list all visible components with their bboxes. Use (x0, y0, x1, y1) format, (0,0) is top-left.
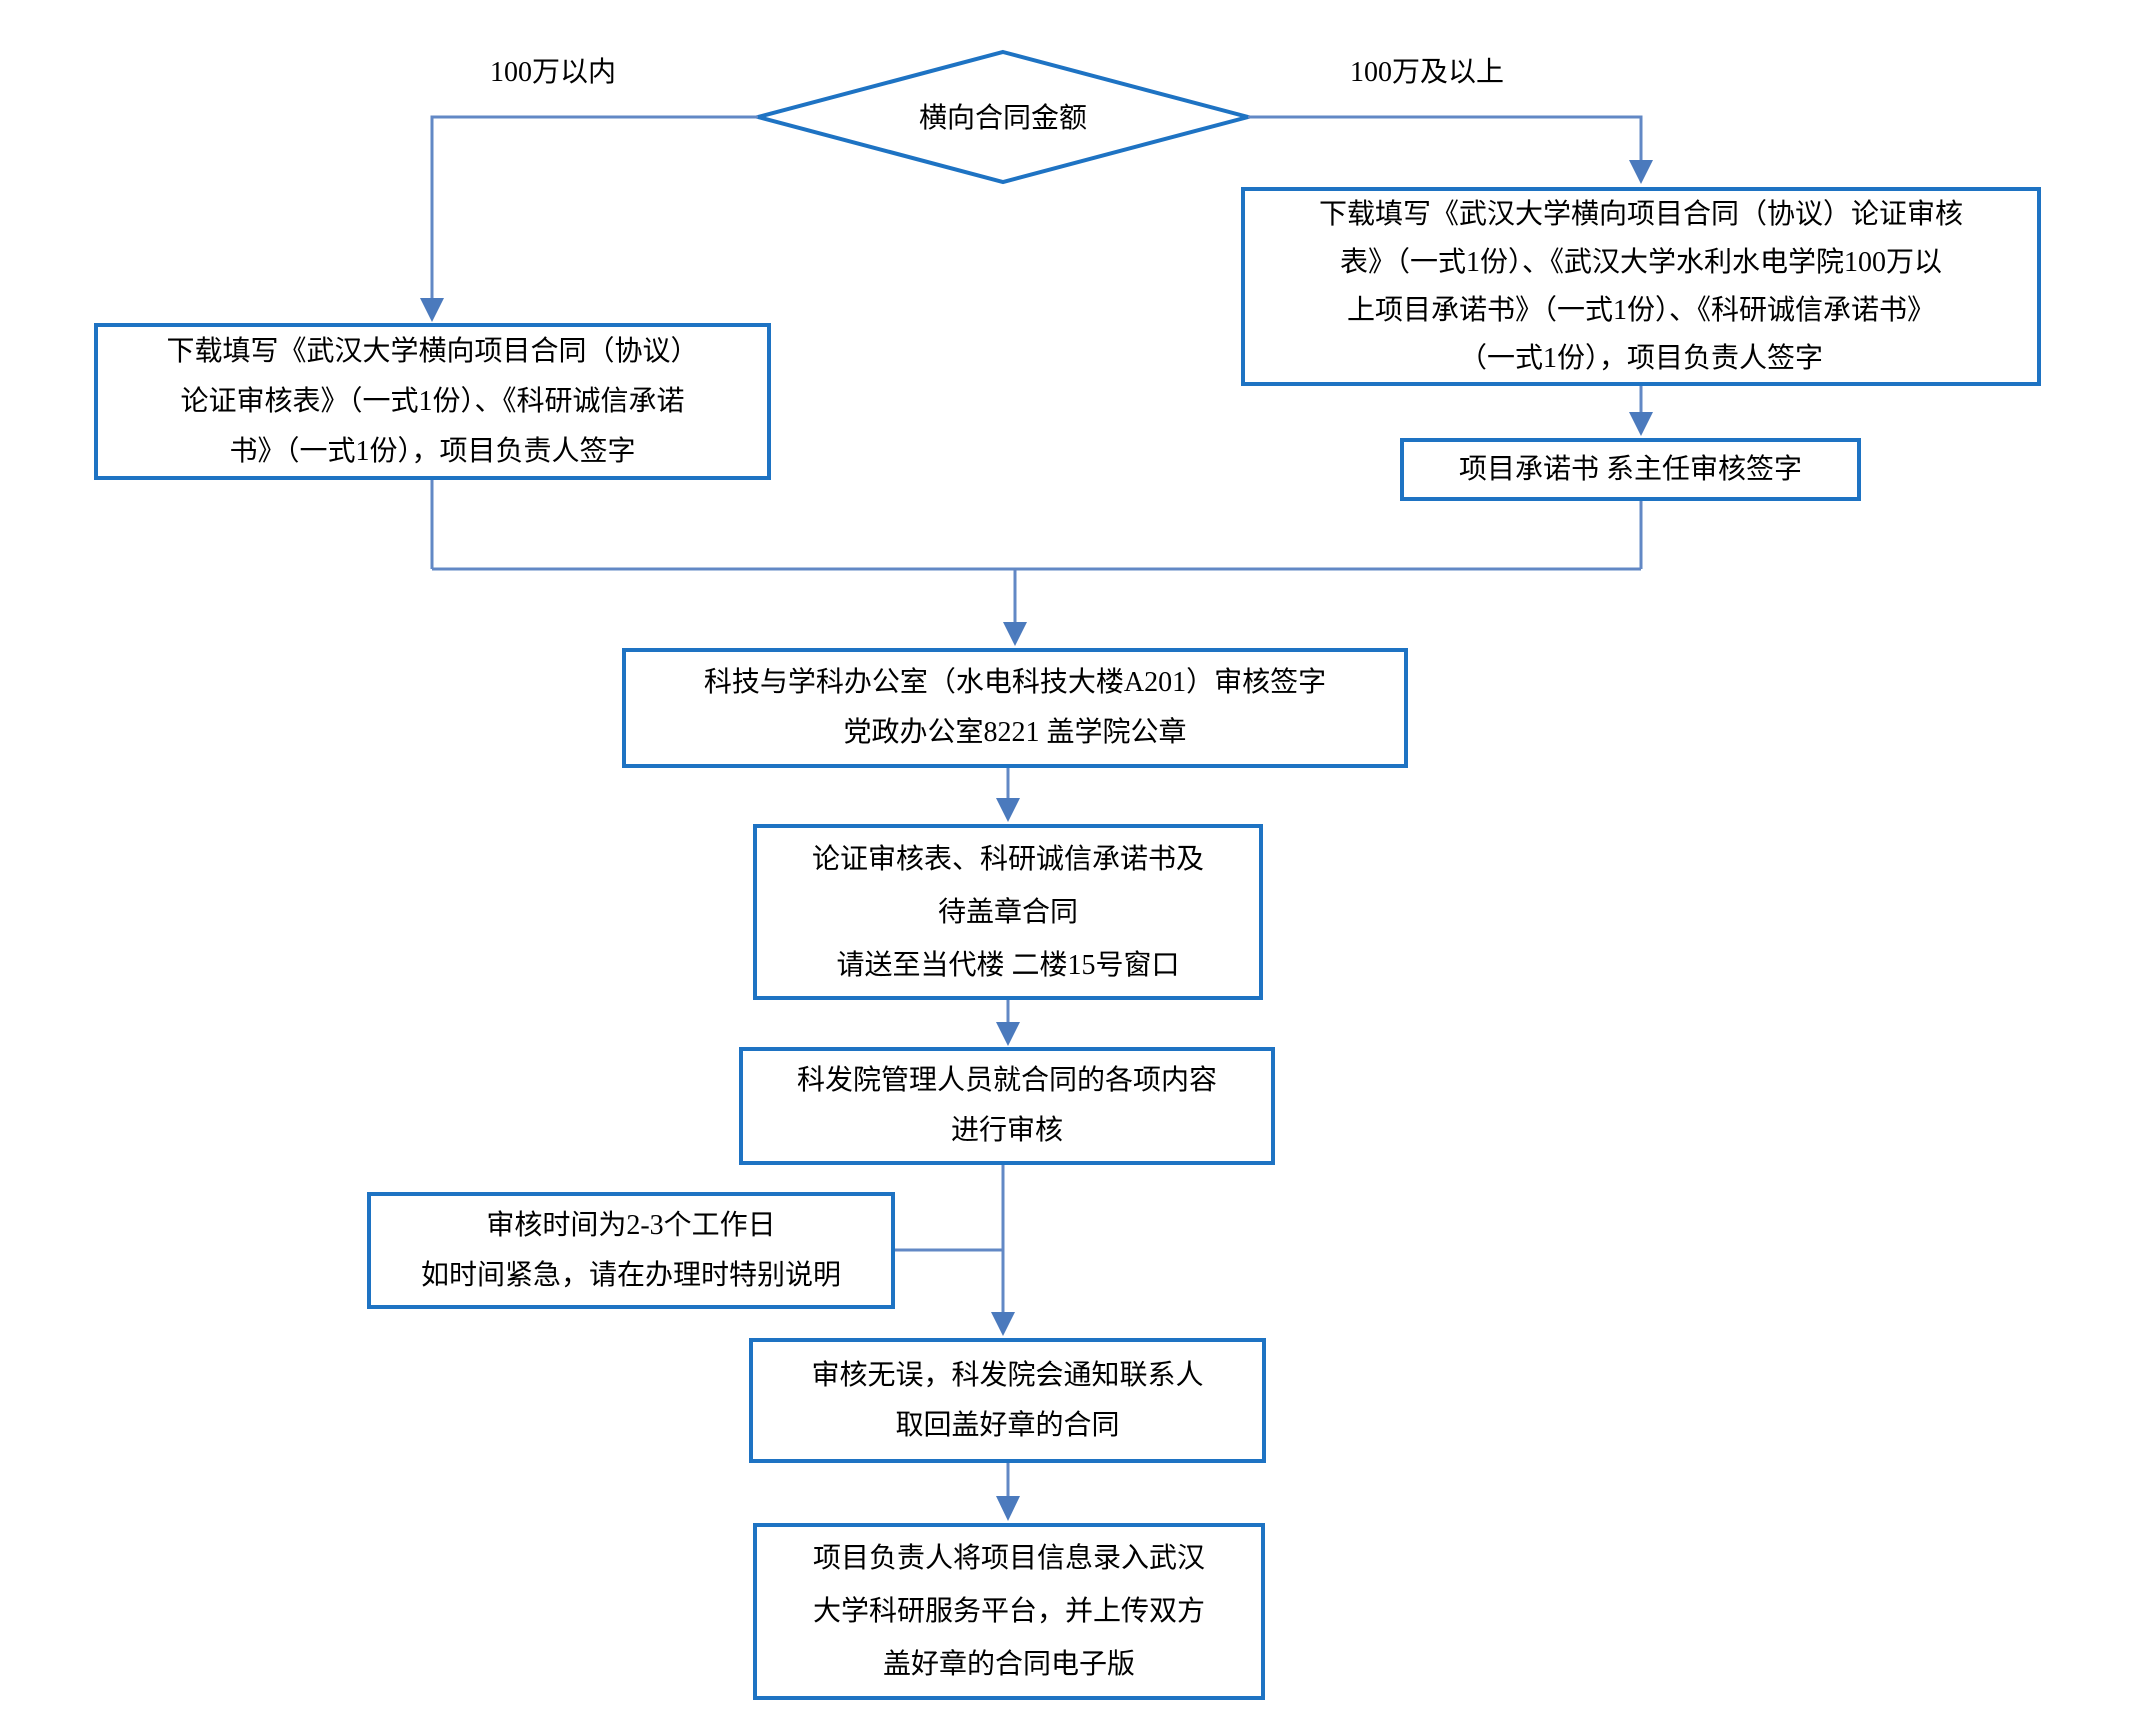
note-review-time: 审核时间为2-3个工作日 如时间紧急，请在办理时特别说明 (367, 1192, 895, 1309)
branch-label-1m-and-above: 100万及以上 (1349, 57, 1504, 88)
arrowhead-icon (991, 1312, 1015, 1336)
decision-diamond (750, 49, 1256, 185)
arrowhead-icon (1629, 412, 1653, 436)
branch-label-under-1m: 100万以内 (489, 57, 616, 88)
connector-right-branch (1248, 115, 1643, 160)
node-download-1m-and-above: 下载填写《武汉大学横向项目合同（协议）论证审核 表》（一式1份）、《武汉大学水利… (1241, 187, 2041, 386)
node-promise-dept-head-sign: 项目承诺书 系主任审核签字 (1400, 438, 1861, 501)
arrowhead-icon (1629, 160, 1653, 184)
arrowhead-icon (996, 1496, 1020, 1521)
decision-label: 横向合同金额 (918, 103, 1087, 134)
node-notify-pickup: 审核无误，科发院会通知联系人 取回盖好章的合同 (749, 1338, 1266, 1463)
arrowhead-icon (1003, 622, 1027, 646)
connector-left-branch (430, 115, 758, 298)
node-kfy-content-review: 科发院管理人员就合同的各项内容 进行审核 (739, 1047, 1275, 1165)
arrowhead-icon (996, 1022, 1020, 1046)
arrowhead-icon (996, 798, 1020, 822)
arrowhead-icon (420, 298, 444, 322)
node-send-to-window: 论证审核表、科研诚信承诺书及 待盖章合同 请送至当代楼 二楼15号窗口 (753, 824, 1263, 1000)
node-platform-entry: 项目负责人将项目信息录入武汉 大学科研服务平台，并上传双方 盖好章的合同电子版 (753, 1523, 1265, 1700)
node-office-review: 科技与学科办公室（水电科技大楼A201）审核签字 党政办公室8221 盖学院公章 (622, 648, 1408, 768)
node-download-under-1m: 下载填写《武汉大学横向项目合同（协议） 论证审核表》（一式1份）、《科研诚信承诺… (94, 323, 771, 480)
